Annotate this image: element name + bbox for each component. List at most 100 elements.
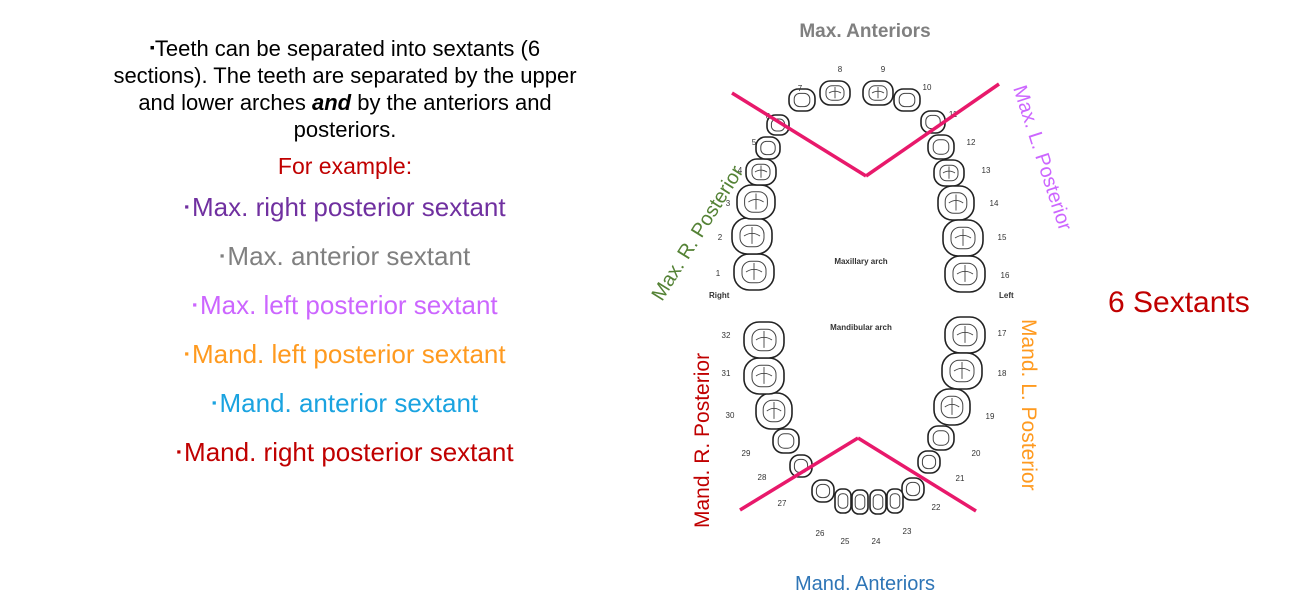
mand-right-divider (739, 436, 859, 512)
tooth-number-label: 26 (816, 529, 825, 538)
tooth-number-label: 20 (972, 449, 981, 458)
tooth-19 (933, 388, 971, 426)
intro-paragraph: ▪Teeth can be separated into sextants (6… (100, 34, 590, 143)
tooth-number-label: 12 (967, 138, 976, 147)
tooth-number-label: 29 (742, 449, 751, 458)
sextant-item: ▪Max. left posterior sextant (100, 290, 590, 320)
diagram-title: 6 Sextants (1108, 286, 1250, 319)
tooth-26 (834, 488, 852, 514)
tooth-number-label: 10 (923, 83, 932, 92)
mandibular-arch-label: Mandibular arch (830, 323, 892, 332)
tooth-number-label: 15 (998, 233, 1007, 242)
right-side-label: Right (709, 291, 730, 300)
example-label: For example: (277, 153, 413, 179)
tooth-number-label: 5 (752, 138, 757, 147)
tooth-14 (937, 185, 975, 221)
tooth-12 (927, 134, 955, 160)
sextant-item: ▪Mand. right posterior sextant (100, 437, 590, 467)
tooth-7 (788, 88, 816, 112)
tooth-number-label: 32 (722, 331, 731, 340)
sextant-bullet: ▪ (176, 444, 182, 459)
sextant-item: ▪Mand. left posterior sextant (100, 339, 590, 369)
tooth-number-label: 17 (998, 329, 1007, 338)
mand-r-posterior-label: Mand. R. Posterior (691, 353, 714, 528)
sextant-list: ▪Max. right posterior sextant▪Max. anter… (100, 192, 590, 467)
tooth-number-label: 30 (726, 411, 735, 420)
mand-anteriors-label: Mand. Anteriors (795, 573, 935, 595)
intro-bullet: ▪ (149, 39, 155, 55)
sextant-label: Max. left posterior sextant (199, 290, 498, 320)
sextant-item: ▪Mand. anterior sextant (100, 388, 590, 418)
tooth-number-label: 18 (998, 369, 1007, 378)
sextant-description-panel: ▪Teeth can be separated into sextants (6… (100, 34, 590, 486)
teeth-group (731, 80, 986, 515)
tooth-24 (869, 489, 887, 515)
tooth-number-label: 13 (982, 166, 991, 175)
tooth-number-label: 24 (872, 537, 881, 546)
mand-l-posterior-label: Mand. L. Posterior (1017, 319, 1040, 491)
tooth-13 (933, 159, 965, 187)
tooth-22 (901, 477, 925, 501)
tooth-number-label: 28 (758, 473, 767, 482)
tooth-number-label: 14 (990, 199, 999, 208)
tooth-30 (755, 392, 793, 430)
intro-text-before: Teeth can be separated into sextants (6 … (113, 36, 577, 115)
tooth-number-label: 27 (778, 499, 787, 508)
left-side-label: Left (999, 291, 1014, 300)
sextant-item: ▪Max. right posterior sextant (100, 192, 590, 222)
tooth-2 (731, 217, 773, 255)
sextant-label: Max. right posterior sextant (192, 192, 506, 222)
max-left-divider (865, 82, 1000, 178)
tooth-number-label: 8 (838, 65, 843, 74)
sextant-bullet: ▪ (192, 297, 197, 312)
tooth-27 (811, 479, 835, 503)
tooth-9 (862, 80, 894, 106)
tooth-number-label: 16 (1001, 271, 1010, 280)
tooth-31 (743, 357, 785, 395)
sextant-label: Mand. right posterior sextant (184, 437, 514, 467)
tooth-8 (819, 80, 851, 106)
tooth-number-label: 2 (718, 233, 723, 242)
tooth-18 (941, 352, 983, 390)
tooth-4 (745, 158, 777, 186)
tooth-29 (772, 428, 800, 454)
sextant-bullet: ▪ (219, 248, 225, 263)
sextant-label: Mand. left posterior sextant (192, 339, 506, 369)
max-right-divider (731, 91, 867, 178)
maxillary-arch-label: Maxillary arch (834, 257, 887, 266)
max-anteriors-label: Max. Anteriors (799, 21, 930, 42)
tooth-number-label: 9 (881, 65, 886, 74)
sextant-label: Mand. anterior sextant (219, 388, 479, 418)
sextant-label: Max. anterior sextant (227, 241, 471, 271)
intro-emphasis: and (311, 90, 352, 115)
intro-text-after: by the anteriors and posteriors. (293, 90, 552, 142)
tooth-number-label: 23 (903, 527, 912, 536)
diagram-background (700, 40, 1040, 570)
tooth-17 (944, 316, 986, 354)
tooth-21 (917, 450, 941, 474)
tooth-1 (733, 253, 775, 291)
tooth-20 (927, 425, 955, 451)
tooth-16 (944, 255, 986, 293)
tooth-23 (886, 488, 904, 514)
dental-arch-diagram: 1234567891011121314151617181920212223242… (648, 21, 1076, 595)
sextant-bullet: ▪ (184, 346, 189, 361)
sextant-item: ▪Max. anterior sextant (100, 241, 590, 271)
tooth-number-label: 31 (722, 369, 731, 378)
tooth-number-label: 22 (932, 503, 941, 512)
sextant-bullet: ▪ (184, 199, 190, 214)
tooth-number-label: 19 (986, 412, 995, 421)
tooth-number-label: 4 (738, 166, 743, 175)
tooth-3 (736, 184, 776, 220)
tooth-number-label: 1 (716, 269, 721, 278)
mand-left-divider (857, 436, 977, 513)
tooth-32 (743, 321, 785, 359)
tooth-10 (893, 88, 921, 112)
sextant-bullet: ▪ (211, 395, 217, 410)
tooth-5 (755, 136, 781, 160)
tooth-15 (942, 219, 984, 257)
tooth-number-label: 21 (956, 474, 965, 483)
tooth-number-label: 25 (841, 537, 850, 546)
tooth-25 (851, 489, 869, 515)
tooth-numbers-group: 1234567891011121314151617181920212223242… (716, 65, 1010, 546)
